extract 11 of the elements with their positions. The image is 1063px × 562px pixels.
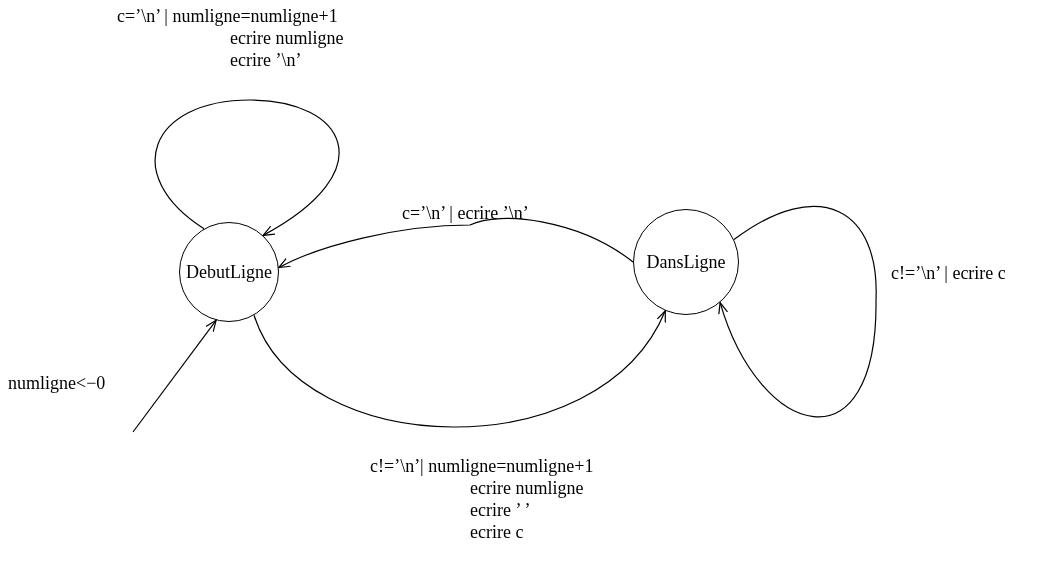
edge-label: numligne<−0 [8,372,106,394]
transition-arrow [278,217,634,269]
edge-label: c!=’\n’ | ecrire c [891,262,1006,284]
start-arrow [132,319,217,433]
state-name: DebutLigne [186,261,272,283]
edge-label: c!=’\n’| numligne=numligne+1 ecrire numligne ecrire ’ ’ ecrire c [370,455,594,543]
self-loop-arrow [718,205,877,418]
state-name: DansLigne [646,251,726,273]
edge-label: c=’\n’ | numligne=numligne+1 ecrire numligne ecrire ’\n’ [117,5,344,71]
transition-arrow [253,310,666,428]
self-loop-arrow [154,99,340,236]
